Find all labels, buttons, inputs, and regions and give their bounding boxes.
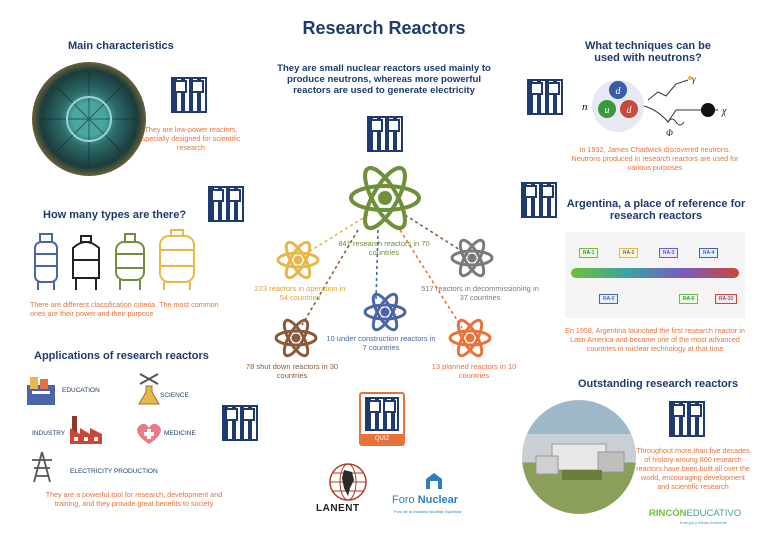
medicine-heart-icon: [137, 423, 161, 444]
foro-nuclear-logo-mark: [426, 473, 442, 489]
types-heading: How many types are there?: [43, 209, 187, 221]
argentina-text: En 1958, Argentina launched the first re…: [565, 326, 745, 353]
atom-shutdown-icon: [274, 318, 318, 358]
tank-blue-icon: [34, 233, 58, 290]
argentina-timeline: RA-1 RA-2 RA-3 RA-4 RA-0 RA-6 RA-10: [565, 232, 745, 318]
stat-planned: 13 planned reactors in 10 countries: [431, 362, 517, 380]
stat-operation: 223 reactors in operation in 54 countrie…: [254, 284, 346, 302]
phi-label: Φ: [666, 128, 673, 138]
atom-planned-icon: [448, 318, 492, 358]
timeline-bar: [571, 268, 739, 278]
rincon-subtitle: Energía y Medio Ambiente: [680, 520, 727, 525]
medicine-label: MEDICINE: [164, 430, 196, 437]
tank-green-icon: [115, 233, 145, 290]
quark-u-label: u: [605, 105, 610, 116]
timeline-node-ra3: RA-3: [659, 248, 679, 258]
techniques-heading: What techniques can be used with neutron…: [585, 40, 711, 64]
qr-code-outstanding[interactable]: [669, 401, 705, 437]
rincon-rest: EDUCATIVO: [686, 508, 742, 519]
reactor-core-photo: [32, 62, 146, 176]
intro-text: They are small nuclear reactors used mai…: [277, 63, 491, 96]
qr-code-types[interactable]: [208, 186, 244, 222]
atom-construction-icon: [363, 292, 407, 332]
atom-total-icon: [349, 165, 421, 231]
rincon-bold: RINCÓN: [649, 508, 687, 519]
stat-decommissioning: 517 reactors in decommissioning in 37 co…: [421, 284, 539, 302]
electricity-label: ELECTRICITY PRODUCTION: [70, 468, 158, 475]
timeline-node-ra0: RA-0: [599, 294, 619, 304]
qr-code-quiz[interactable]: [365, 397, 399, 431]
lanent-globe-logo: [329, 463, 367, 501]
quark-d1-label: d: [616, 86, 622, 97]
reactor-facility-photo: [522, 400, 636, 514]
outstanding-text: Throughout more than five decades of his…: [636, 446, 750, 491]
quark-d2-label: d: [627, 105, 633, 116]
lanent-logo-text: LANENT: [316, 503, 360, 514]
qr-code-techniques[interactable]: [527, 79, 563, 115]
quiz-label: QUIZ: [361, 434, 403, 444]
timeline-node-ra2: RA-2: [619, 248, 639, 258]
stat-construction: 10 under construction reactors in 7 coun…: [326, 334, 436, 352]
science-label: SCIENCE: [160, 392, 189, 399]
quiz-card[interactable]: QUIZ: [359, 392, 405, 446]
timeline-node-ra10: RA-10: [715, 294, 738, 304]
tank-yellow-icon: [159, 229, 195, 290]
main-characteristics-heading: Main characteristics: [68, 40, 174, 52]
qr-code-main-characteristics[interactable]: [171, 77, 207, 113]
science-flask-icon: [138, 373, 160, 405]
main-characteristics-text: They are low-power reactors, specially d…: [141, 125, 241, 152]
foro-nuclear-subtitle: Foro de la Industria Nuclear Española: [394, 509, 462, 514]
types-text: There are different classification crite…: [30, 300, 219, 318]
gamma-label: γ: [692, 74, 696, 84]
techniques-text: In 1932, James Chadwick discovered neutr…: [571, 145, 739, 172]
applications-text: They are a powerful tool for research, d…: [45, 490, 223, 508]
reactor-types-icons: [34, 229, 195, 290]
chi-label: χ: [721, 106, 727, 117]
stat-total: 841 research reactors in 70 countries: [338, 239, 430, 257]
industry-label: INDUSTRY: [32, 430, 66, 437]
rincon-educativo-logo: RINCÓNEDUCATIVO: [649, 508, 741, 519]
factory-icon: [70, 416, 102, 444]
foro-prefix: Foro: [392, 494, 415, 506]
qr-code-argentina[interactable]: [521, 182, 557, 218]
tank-black-icon: [72, 235, 100, 290]
page-title: Research Reactors: [302, 18, 466, 38]
foro-bold: Nuclear: [417, 494, 459, 506]
atom-decommissioning-icon: [450, 238, 494, 278]
education-icon: [27, 377, 55, 405]
neutron-n-label: n: [582, 101, 588, 113]
power-tower-icon: [32, 451, 52, 483]
outstanding-heading: Outstanding research reactors: [578, 378, 739, 390]
neutron-diagram: d u d n γ Φ χ: [582, 74, 727, 138]
argentina-heading: Argentina, a place of reference for rese…: [566, 198, 746, 222]
timeline-node-ra1: RA-1: [579, 248, 599, 258]
education-label: EDUCATION: [62, 387, 100, 394]
atom-operation-icon: [276, 240, 320, 280]
timeline-node-ra4: RA-4: [699, 248, 719, 258]
reactor-stats-diagram: [274, 165, 494, 358]
qr-code-intro[interactable]: [367, 116, 403, 152]
qr-code-applications[interactable]: [222, 405, 258, 441]
timeline-node-ra6: RA-6: [679, 294, 699, 304]
stat-shutdown: 78 shut down reactors in 30 countries: [245, 362, 339, 380]
applications-heading: Applications of research reactors: [34, 350, 209, 362]
foro-nuclear-logo-text: Foro Nuclear: [392, 494, 458, 506]
